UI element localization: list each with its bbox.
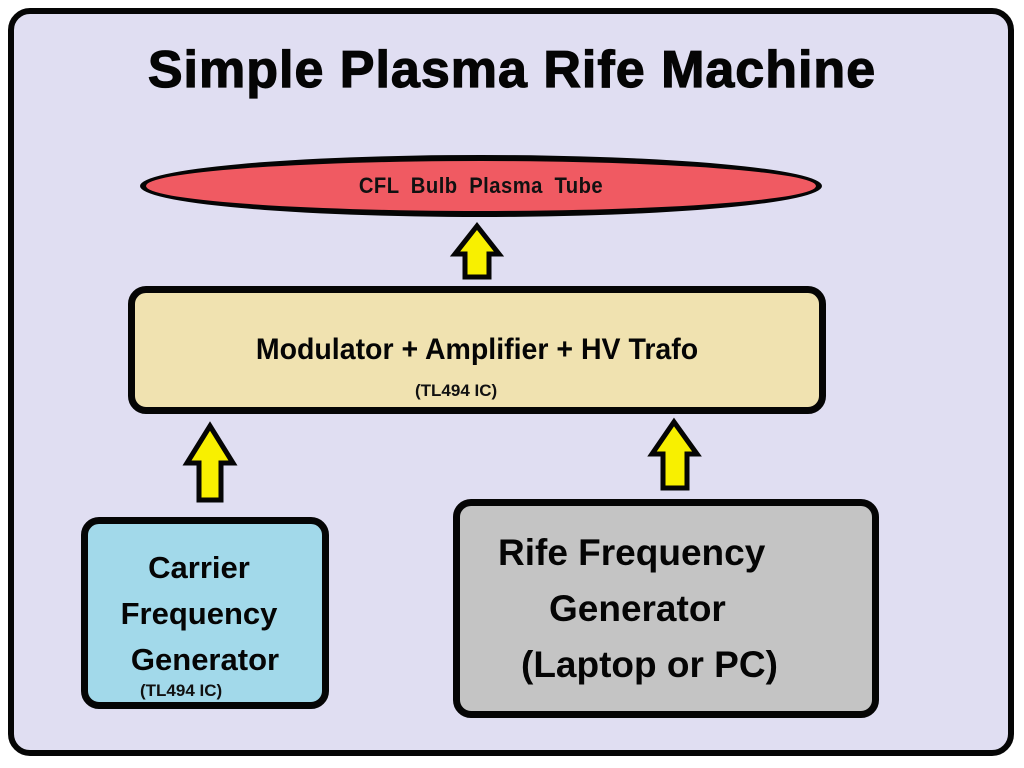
rife-label-line-2: Generator [549,588,726,629]
carrier-generator-block: Carrier Frequency Generator (TL494 IC) [81,517,329,709]
rife-generator-block: Rife Frequency Generator (Laptop or PC) [453,499,879,718]
plasma-tube-block: CFL Bulb Plasma Tube [140,155,822,217]
modulator-label: Modulator + Amplifier + HV Trafo [255,333,699,366]
carrier-label-line-3: Generator [130,642,280,677]
rife-label-line-3: (Laptop or PC) [521,644,778,685]
modulator-sublabel: (TL494 IC) [415,381,498,400]
rife-label-line-1: Rife Frequency [498,532,766,573]
modulator-block: Modulator + Amplifier + HV Trafo (TL494 … [128,286,826,414]
carrier-label-line-2: Frequency [120,596,278,631]
plasma-tube-label: CFL Bulb Plasma Tube [358,173,604,198]
carrier-label-line-1: Carrier [148,550,250,585]
carrier-sublabel: (TL494 IC) [140,681,223,700]
diagram-title: Simple Plasma Rife Machine [147,40,877,99]
